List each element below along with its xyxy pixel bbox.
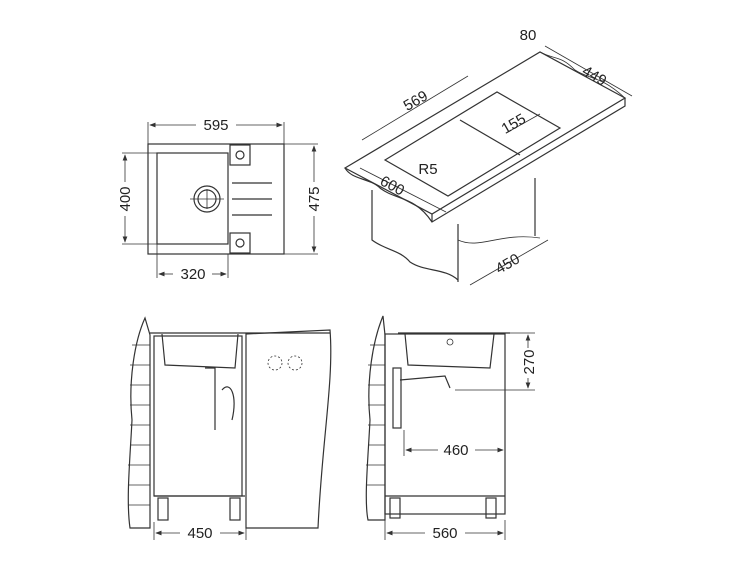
- isometric-view: 569 80 449 155 R5 600 450: [343, 27, 633, 286]
- dim-400: 400: [117, 186, 134, 211]
- dim-320: 320: [180, 266, 205, 283]
- dim-450-front: 450: [187, 525, 212, 542]
- side-section: 270 460 560: [365, 315, 538, 542]
- dim-475: 475: [306, 186, 323, 211]
- top-view: 595 400 475 320: [117, 117, 323, 283]
- dim-r5: R5: [418, 161, 437, 178]
- dim-450-iso: 450: [493, 250, 523, 277]
- dim-560: 560: [432, 525, 457, 542]
- front-section: 450: [127, 316, 332, 542]
- dim-569: 569: [401, 87, 431, 114]
- dim-460: 460: [443, 442, 468, 459]
- dim-449: 449: [579, 62, 609, 89]
- dim-595: 595: [203, 117, 228, 134]
- dim-155: 155: [499, 110, 529, 137]
- dim-600: 600: [377, 173, 407, 200]
- dim-80: 80: [520, 27, 537, 44]
- dim-270: 270: [521, 349, 538, 374]
